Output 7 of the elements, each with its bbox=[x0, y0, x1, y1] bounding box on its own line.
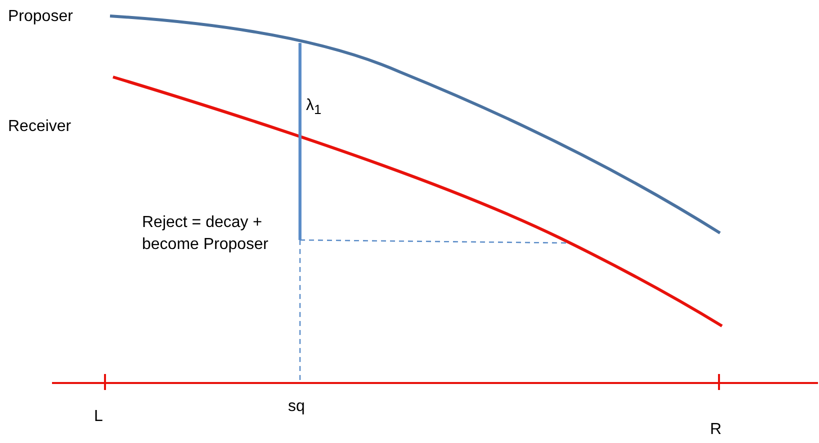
annotation-text: Reject = decay + become Proposer bbox=[142, 213, 270, 255]
axis-label: sq bbox=[288, 397, 305, 417]
axis-label: L bbox=[94, 407, 103, 427]
axis-label: R bbox=[710, 420, 722, 440]
curve-label: Proposer bbox=[8, 7, 73, 27]
parameter-label: λ$_{1}$ bbox=[306, 96, 322, 120]
curve-label: Receiver bbox=[8, 117, 72, 137]
